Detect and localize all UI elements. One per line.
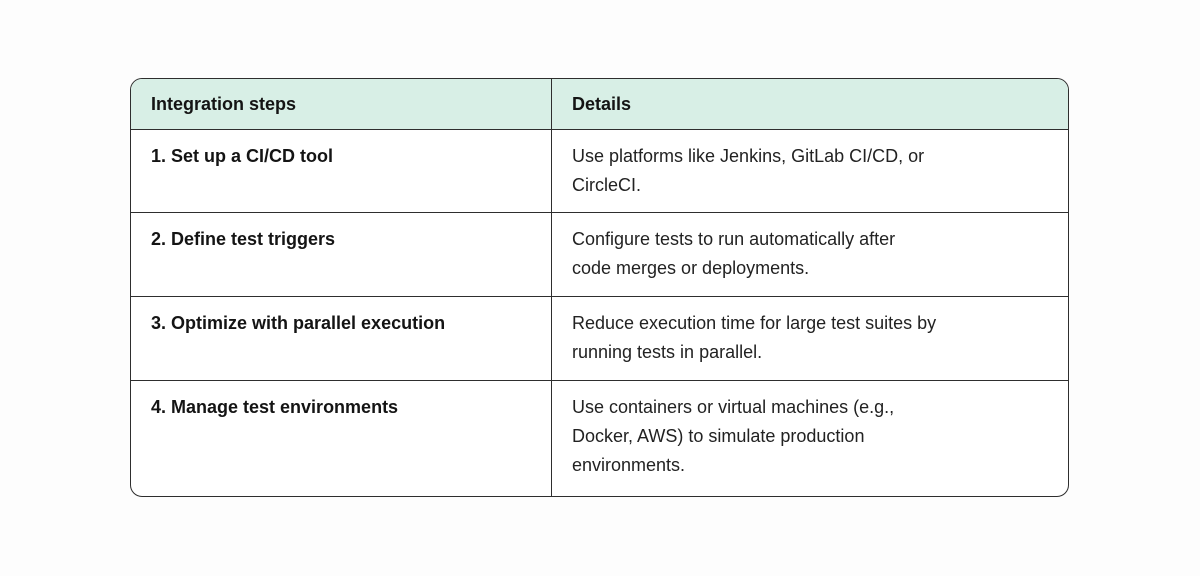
- details-cell: Configure tests to run automatically aft…: [572, 229, 896, 278]
- header-cell-details: Details: [572, 93, 632, 114]
- integration-steps-table: Integration steps Details 1. Set up a CI…: [130, 78, 1069, 497]
- table-row: 4. Manage test environments Use containe…: [131, 381, 1068, 496]
- table-row: 3. Optimize with parallel execution Redu…: [131, 297, 1068, 381]
- details-cell: Reduce execution time for large test sui…: [572, 313, 937, 362]
- step-cell: 3. Optimize with parallel execution: [131, 297, 552, 380]
- details-cell: Use containers or virtual machines (e.g.…: [572, 397, 895, 475]
- table-header-row: Integration steps Details: [131, 79, 1068, 130]
- table-row: 1. Set up a CI/CD tool Use platforms lik…: [131, 130, 1068, 213]
- step-cell: 2. Define test triggers: [131, 213, 552, 296]
- header-cell-integration-steps: Integration steps: [131, 79, 552, 129]
- table-row: 2. Define test triggers Configure tests …: [131, 213, 1068, 297]
- step-cell: 1. Set up a CI/CD tool: [131, 130, 552, 212]
- details-cell: Use platforms like Jenkins, GitLab CI/CD…: [572, 146, 925, 195]
- step-cell: 4. Manage test environments: [131, 381, 552, 496]
